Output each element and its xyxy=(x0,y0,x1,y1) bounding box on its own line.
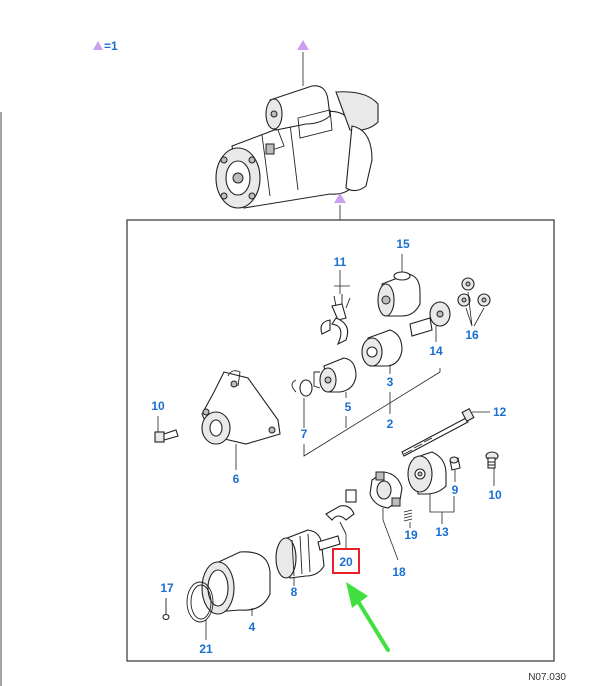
callout-9: 9 xyxy=(452,483,459,497)
part-brush-springs xyxy=(403,509,413,522)
part-drive-end-housing xyxy=(201,370,281,445)
callout-2: 2 xyxy=(387,417,394,431)
part-seal-ring xyxy=(186,581,214,623)
part-planet-carrier-shaft xyxy=(409,301,451,337)
assembled-starter-motor xyxy=(215,85,379,209)
callout-8: 8 xyxy=(291,585,298,599)
frame-triangle-marker xyxy=(334,193,346,203)
part-bolt-left xyxy=(154,429,179,443)
callout-4: 4 xyxy=(249,620,256,634)
part-small-screw xyxy=(162,598,170,621)
callout-20: 20 xyxy=(339,555,353,569)
callout-18: 18 xyxy=(392,565,406,579)
part-brush-retainer xyxy=(325,489,357,535)
pointer-arrow xyxy=(346,582,390,652)
part-planet-gears xyxy=(457,277,491,307)
callout-3: 3 xyxy=(387,375,394,389)
callout-14: 14 xyxy=(429,344,443,358)
legend-triangle-marker xyxy=(93,41,103,50)
callout-17: 17 xyxy=(160,581,174,595)
part-shift-fork xyxy=(320,294,351,346)
callout-5: 5 xyxy=(345,400,352,414)
callout-10-right: 10 xyxy=(488,488,502,502)
callout-7: 7 xyxy=(301,427,308,441)
part-commutator-end-cover xyxy=(407,451,447,495)
callout-6: 6 xyxy=(233,472,240,486)
part-grommet xyxy=(449,456,461,471)
callout-15: 15 xyxy=(396,237,410,251)
part-brush-holder xyxy=(369,471,403,509)
callout-12: 12 xyxy=(493,405,507,419)
legend: =1 xyxy=(93,39,118,53)
callout-11: 11 xyxy=(334,255,347,269)
callout-19: 19 xyxy=(404,528,418,542)
callout-21: 21 xyxy=(199,642,213,656)
assembly-triangle-marker xyxy=(297,40,309,50)
callout-16: 16 xyxy=(465,328,479,342)
callout-10-left: 10 xyxy=(151,399,165,413)
part-pinion-clutch xyxy=(313,357,357,393)
part-through-bolt xyxy=(401,407,475,457)
part-solenoid xyxy=(377,271,421,317)
part-armature xyxy=(275,529,341,579)
callout-13: 13 xyxy=(435,525,449,539)
part-screw-right xyxy=(485,451,499,469)
exploded-view-frame xyxy=(126,219,555,662)
part-ring-gear xyxy=(361,329,403,367)
legend-label: =1 xyxy=(104,39,118,53)
bracket-7 xyxy=(303,368,441,457)
part-field-frame xyxy=(201,551,271,615)
part-circlip xyxy=(291,379,313,397)
highlight-box xyxy=(332,548,360,574)
reference-code: N07.030 xyxy=(528,672,566,683)
